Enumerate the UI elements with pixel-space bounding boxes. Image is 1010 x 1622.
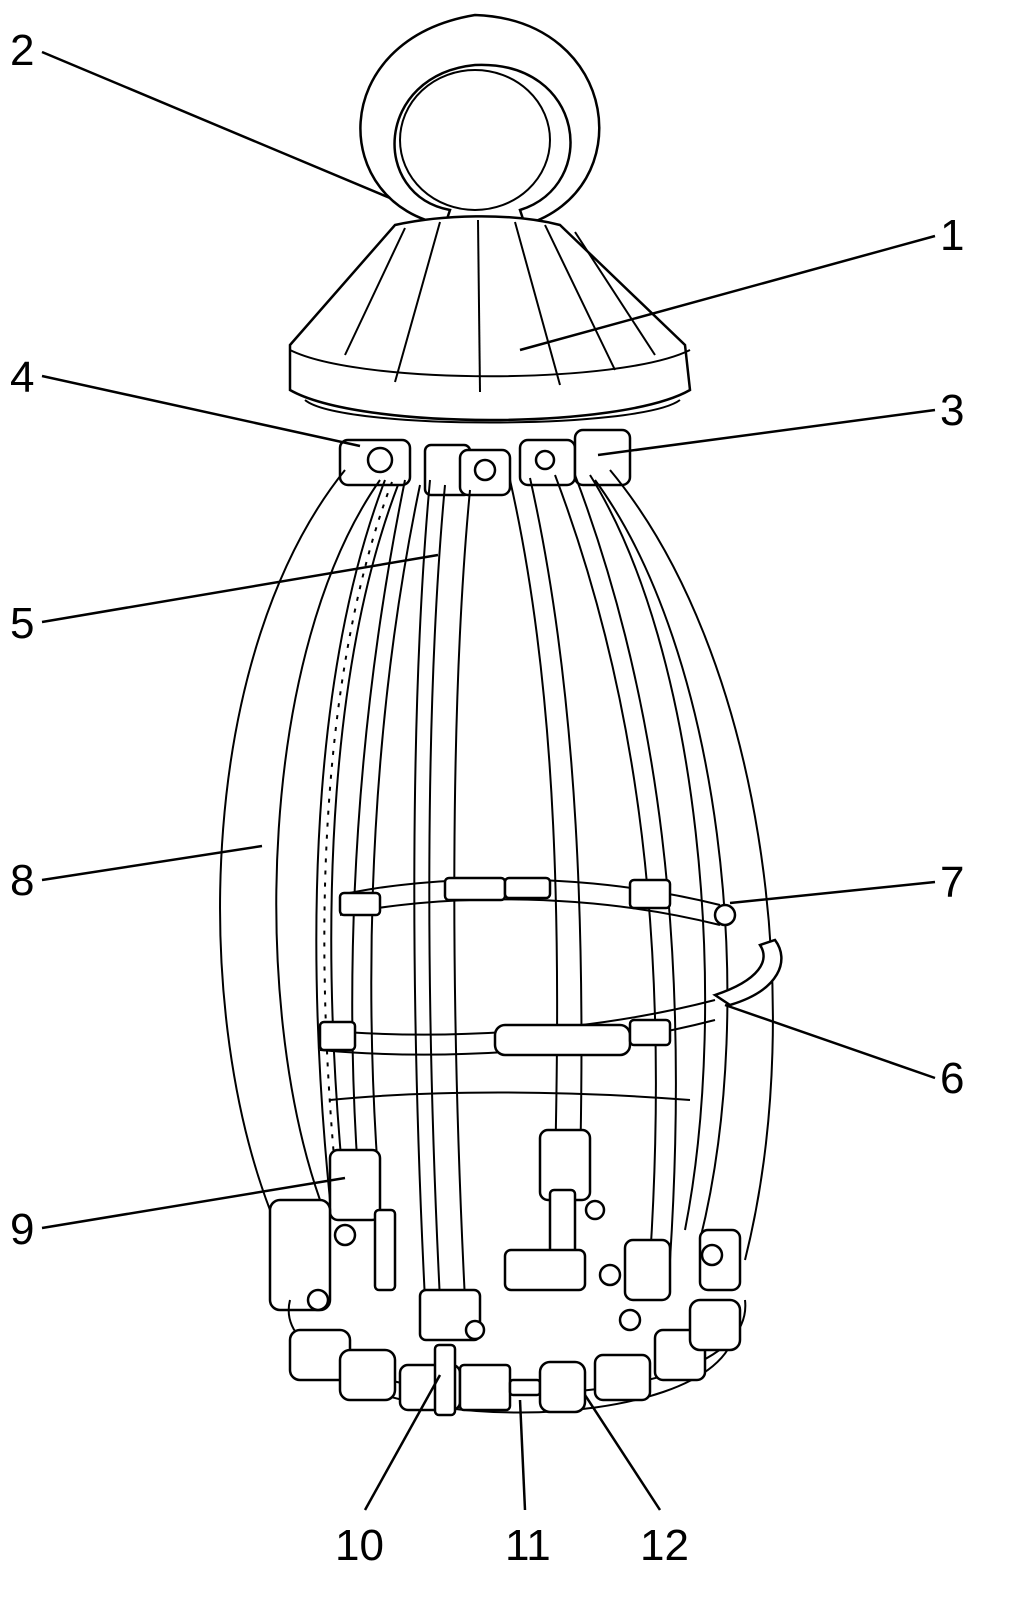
label-12: 12 [640,1521,689,1570]
vertical-bars [351,474,677,1301]
label-6: 6 [940,1054,964,1103]
label-2: 2 [10,26,34,75]
label-4: 4 [10,353,34,402]
bottom-roller-ring [287,1248,747,1417]
label-8: 8 [10,856,34,905]
outer-claws [219,469,774,1261]
lower-ring [318,938,783,1101]
label-5: 5 [10,599,34,648]
lower-joints [268,1128,742,1332]
label-7: 7 [940,858,964,907]
label-11: 11 [505,1521,551,1570]
label-10: 10 [335,1521,384,1570]
upper-ring [338,876,737,927]
label-9: 9 [10,1205,34,1254]
leader-lines [41,50,936,1511]
top-hinge-blocks [338,428,632,497]
label-3: 3 [940,386,964,435]
conical-cap [288,215,692,424]
lifting-ring [359,13,601,227]
part-labels: 2 1 3 4 5 6 7 8 9 10 11 12 [10,26,964,1570]
rope [315,479,399,1201]
label-1: 1 [940,211,964,260]
